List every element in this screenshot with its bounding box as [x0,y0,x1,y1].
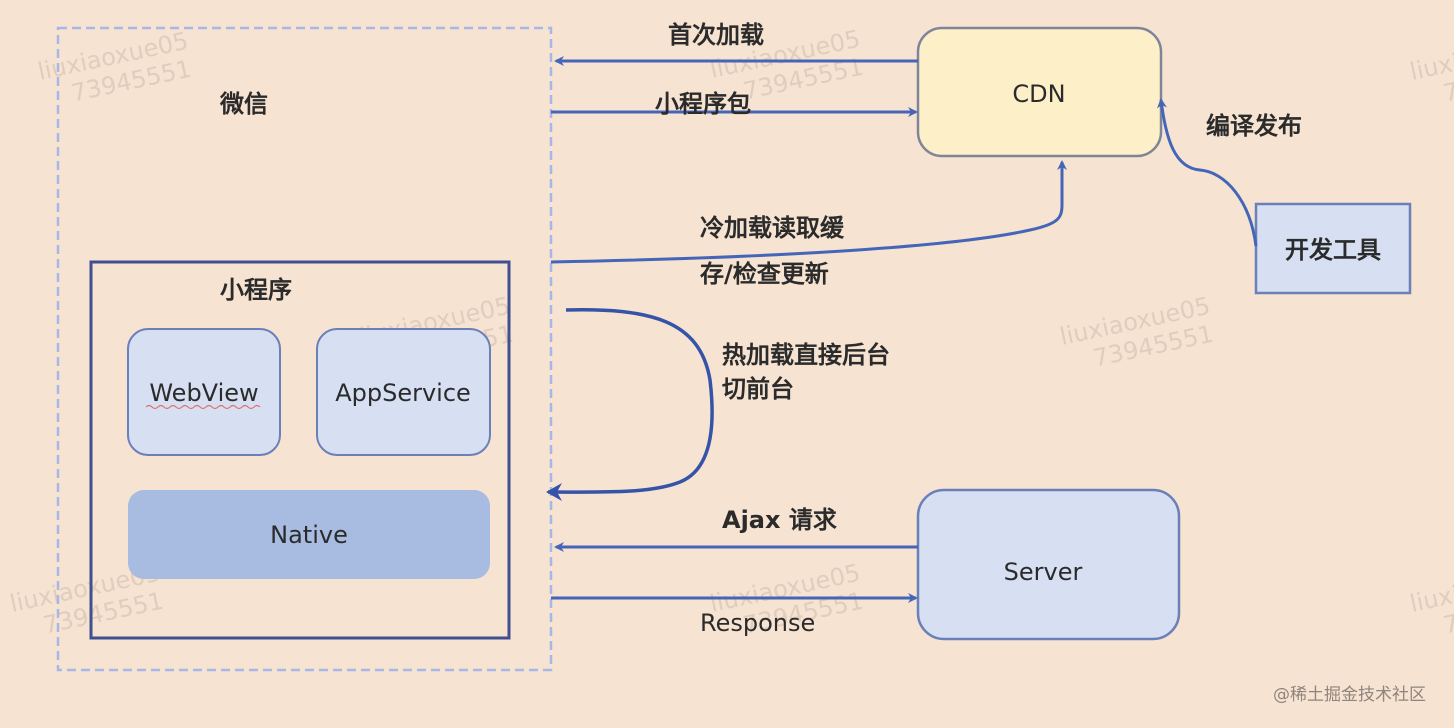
miniprogram-label: 小程序 [220,276,292,304]
watermark-line1: liuxiaoxue05 [1407,559,1454,618]
cdn-box[interactable] [916,26,1163,158]
compile-publish-label: 编译发布 [1206,112,1302,140]
native-label: Native [270,521,348,549]
cdn-label: CDN [1012,80,1065,108]
server-label: Server [1004,558,1083,586]
miniprogram-container[interactable] [89,260,511,640]
cold-load-label-line1: 冷加载读取缓 [700,214,845,242]
wechat-container[interactable] [56,26,553,672]
credit-text: @稀土掘金技术社区 [1273,685,1426,705]
ajax-label: Ajax 请求 [722,506,837,534]
native-box[interactable] [128,490,490,579]
wechat-label: 微信 [219,90,268,118]
response-label: Response [700,609,815,637]
spellcheck-underline [145,404,261,410]
webview-label: WebView [149,379,258,407]
watermark-line1: liuxiaoxue05 [1407,27,1454,86]
devtools-label: 开发工具 [1285,236,1381,264]
hot-load-arrow [546,308,714,502]
first-load-label: 首次加载 [668,21,764,49]
devtools-box[interactable] [1254,202,1412,295]
appservice-label: AppService [335,379,471,407]
package-label: 小程序包 [655,90,751,118]
server-box[interactable] [916,488,1181,641]
compile-publish-arrow [1157,98,1258,247]
appservice-box[interactable] [316,328,491,456]
cold-load-arrow [550,160,1067,264]
webview-box[interactable] [127,328,281,456]
hot-load-label-line2: 切前台 [722,375,794,403]
hot-load-label-line1: 热加载直接后台 [722,341,890,369]
cold-load-label-line2: 存/检查更新 [700,260,829,288]
